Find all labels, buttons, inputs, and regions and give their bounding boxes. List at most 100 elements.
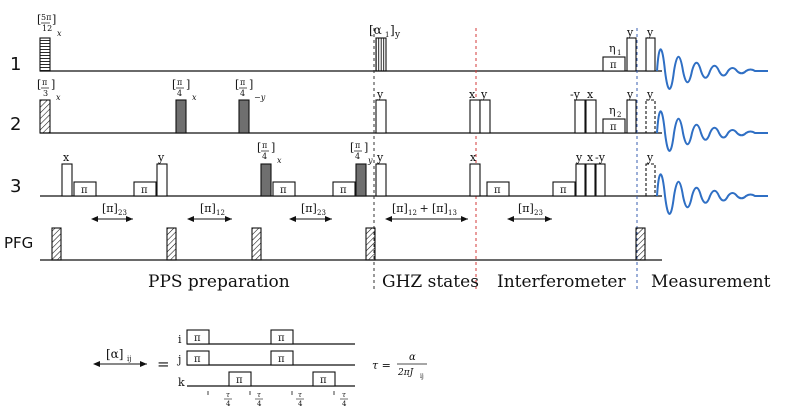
- svg-text:τ: τ: [298, 391, 302, 399]
- svg-text:i: i: [178, 333, 182, 346]
- gradient-pulse-3: [251, 227, 262, 261]
- legend-alpha: [α]: [106, 347, 123, 361]
- pi-pulse-ch3-4: [332, 181, 356, 197]
- pulse-ch2-negy: [574, 99, 586, 134]
- pulse-ch1-y-a: [626, 37, 637, 72]
- pi-pulse-ch3-5: [486, 181, 510, 197]
- svg-text:ij: ij: [127, 355, 131, 363]
- pulse-pi-4-y-ch3: [355, 163, 367, 197]
- svg-text:[: [: [172, 78, 176, 91]
- svg-text:y: y: [157, 151, 165, 164]
- svg-text:y: y: [575, 151, 583, 164]
- svg-text:x: x: [192, 93, 197, 102]
- bracket-label-5pi-12: [ 5π 12 ] x: [37, 13, 62, 38]
- svg-text:π: π: [280, 185, 287, 196]
- svg-text:π: π: [194, 333, 201, 344]
- svg-text:[π]: [π]: [102, 202, 118, 215]
- pulse-5pi-12-x: [39, 37, 51, 72]
- pi-pulse-ch1: [602, 56, 626, 72]
- svg-text:y: y: [480, 88, 488, 101]
- svg-text:π: π: [610, 122, 617, 133]
- pulse-ch3-y-ghz: [375, 163, 387, 197]
- svg-text:τ: τ: [226, 391, 230, 399]
- legend-pi-k-2: [312, 371, 336, 387]
- pi-pulse-ch3-6: [552, 181, 576, 197]
- bracket-label-pi-4-x-ch2: [ π 4 ] x: [172, 78, 197, 102]
- svg-text:3: 3: [43, 89, 48, 98]
- legend-pi-i-2: [270, 329, 294, 345]
- gradient-pulse-1: [51, 227, 62, 261]
- svg-text:τ: τ: [342, 391, 346, 399]
- svg-text:4: 4: [240, 89, 245, 98]
- gradient-pulse-5: [635, 227, 646, 261]
- bracket-label-pi-4-x-ch3: [ π 4 ] x: [257, 141, 282, 165]
- pulse-ch3-y-1: [156, 163, 168, 197]
- legend-pi-j-1: [186, 350, 210, 366]
- svg-text:5π: 5π: [41, 13, 51, 22]
- pulse-ch3-y-meas-dashed: [645, 163, 656, 197]
- svg-text:π: π: [278, 333, 285, 344]
- svg-text:x: x: [277, 156, 282, 165]
- svg-text:23: 23: [534, 209, 543, 217]
- pi-pulse-ch3-2: [133, 181, 157, 197]
- svg-text:]: ]: [271, 141, 275, 154]
- pulse-ch3-x-1: [61, 163, 73, 197]
- svg-text:x: x: [470, 151, 477, 164]
- svg-text:π: π: [494, 185, 501, 196]
- svg-text:x: x: [587, 88, 594, 101]
- pi-pulse-ch3-1: [73, 181, 97, 197]
- pulse-pi-4-x-ch2: [175, 99, 187, 134]
- svg-text:[: [: [235, 78, 239, 91]
- svg-text:2: 2: [617, 111, 621, 119]
- pulse-ch2-y-interf: [479, 99, 491, 134]
- svg-text:y: y: [376, 151, 384, 164]
- svg-text:π: π: [141, 185, 148, 196]
- pulse-ch3-x-interf: [585, 163, 596, 197]
- svg-text:23: 23: [317, 209, 326, 217]
- legend-tau-4-1: τ 4: [224, 391, 232, 408]
- legend-tau-4-3: τ 4: [296, 391, 304, 408]
- svg-text:4: 4: [355, 152, 360, 161]
- svg-text:y: y: [394, 30, 401, 40]
- svg-text:-y: -y: [570, 88, 581, 101]
- svg-text:τ =: τ =: [372, 359, 391, 372]
- pulse-ch2-y-meas-dashed: [645, 99, 656, 134]
- legend-pi-j-2: [270, 350, 294, 366]
- svg-text:12: 12: [408, 209, 417, 217]
- gradient-pulse-2: [166, 227, 177, 261]
- svg-text:x: x: [469, 88, 476, 101]
- eta2-label: η: [609, 104, 616, 117]
- coupling-23-a: [π] 23: [91, 202, 133, 222]
- svg-text:y: y: [646, 151, 654, 164]
- pulse-pi-3-x: [39, 99, 51, 134]
- bracket-label-pi-3: [ π 3 ] x: [37, 78, 61, 102]
- svg-text:π: π: [320, 375, 327, 386]
- bracket-label-pi-4-y-ch3: [ π 4 ] y: [350, 141, 373, 165]
- svg-text:[: [: [37, 78, 41, 91]
- svg-text:]: ]: [52, 13, 56, 26]
- svg-text:1: 1: [385, 31, 389, 39]
- svg-text:π: π: [560, 185, 567, 196]
- fid-signal-ch3: [656, 173, 768, 215]
- svg-text:x: x: [63, 151, 70, 164]
- section-pps-preparation: PPS preparation: [148, 272, 290, 292]
- legend-pi-k-1: [228, 371, 252, 387]
- svg-text:π: π: [81, 185, 88, 196]
- pfg-label: PFG: [4, 234, 33, 252]
- svg-text:4: 4: [226, 400, 231, 408]
- legend-pi-i-1: [186, 329, 210, 345]
- section-ghz-states: GHZ states: [382, 272, 479, 292]
- pulse-ch2-y-meas-a: [626, 99, 637, 134]
- svg-text:23: 23: [118, 209, 127, 217]
- svg-text:]: ]: [364, 141, 368, 154]
- svg-text:[π]: [π]: [301, 202, 317, 215]
- svg-text:4: 4: [262, 152, 267, 161]
- svg-text:[π]: [π]: [200, 202, 216, 215]
- svg-text:π: π: [194, 354, 201, 365]
- svg-text:4: 4: [177, 89, 182, 98]
- svg-text:1: 1: [617, 49, 621, 57]
- svg-text:[: [: [37, 13, 41, 26]
- svg-text:π: π: [610, 60, 617, 71]
- pulse-alpha1-y: [375, 37, 387, 72]
